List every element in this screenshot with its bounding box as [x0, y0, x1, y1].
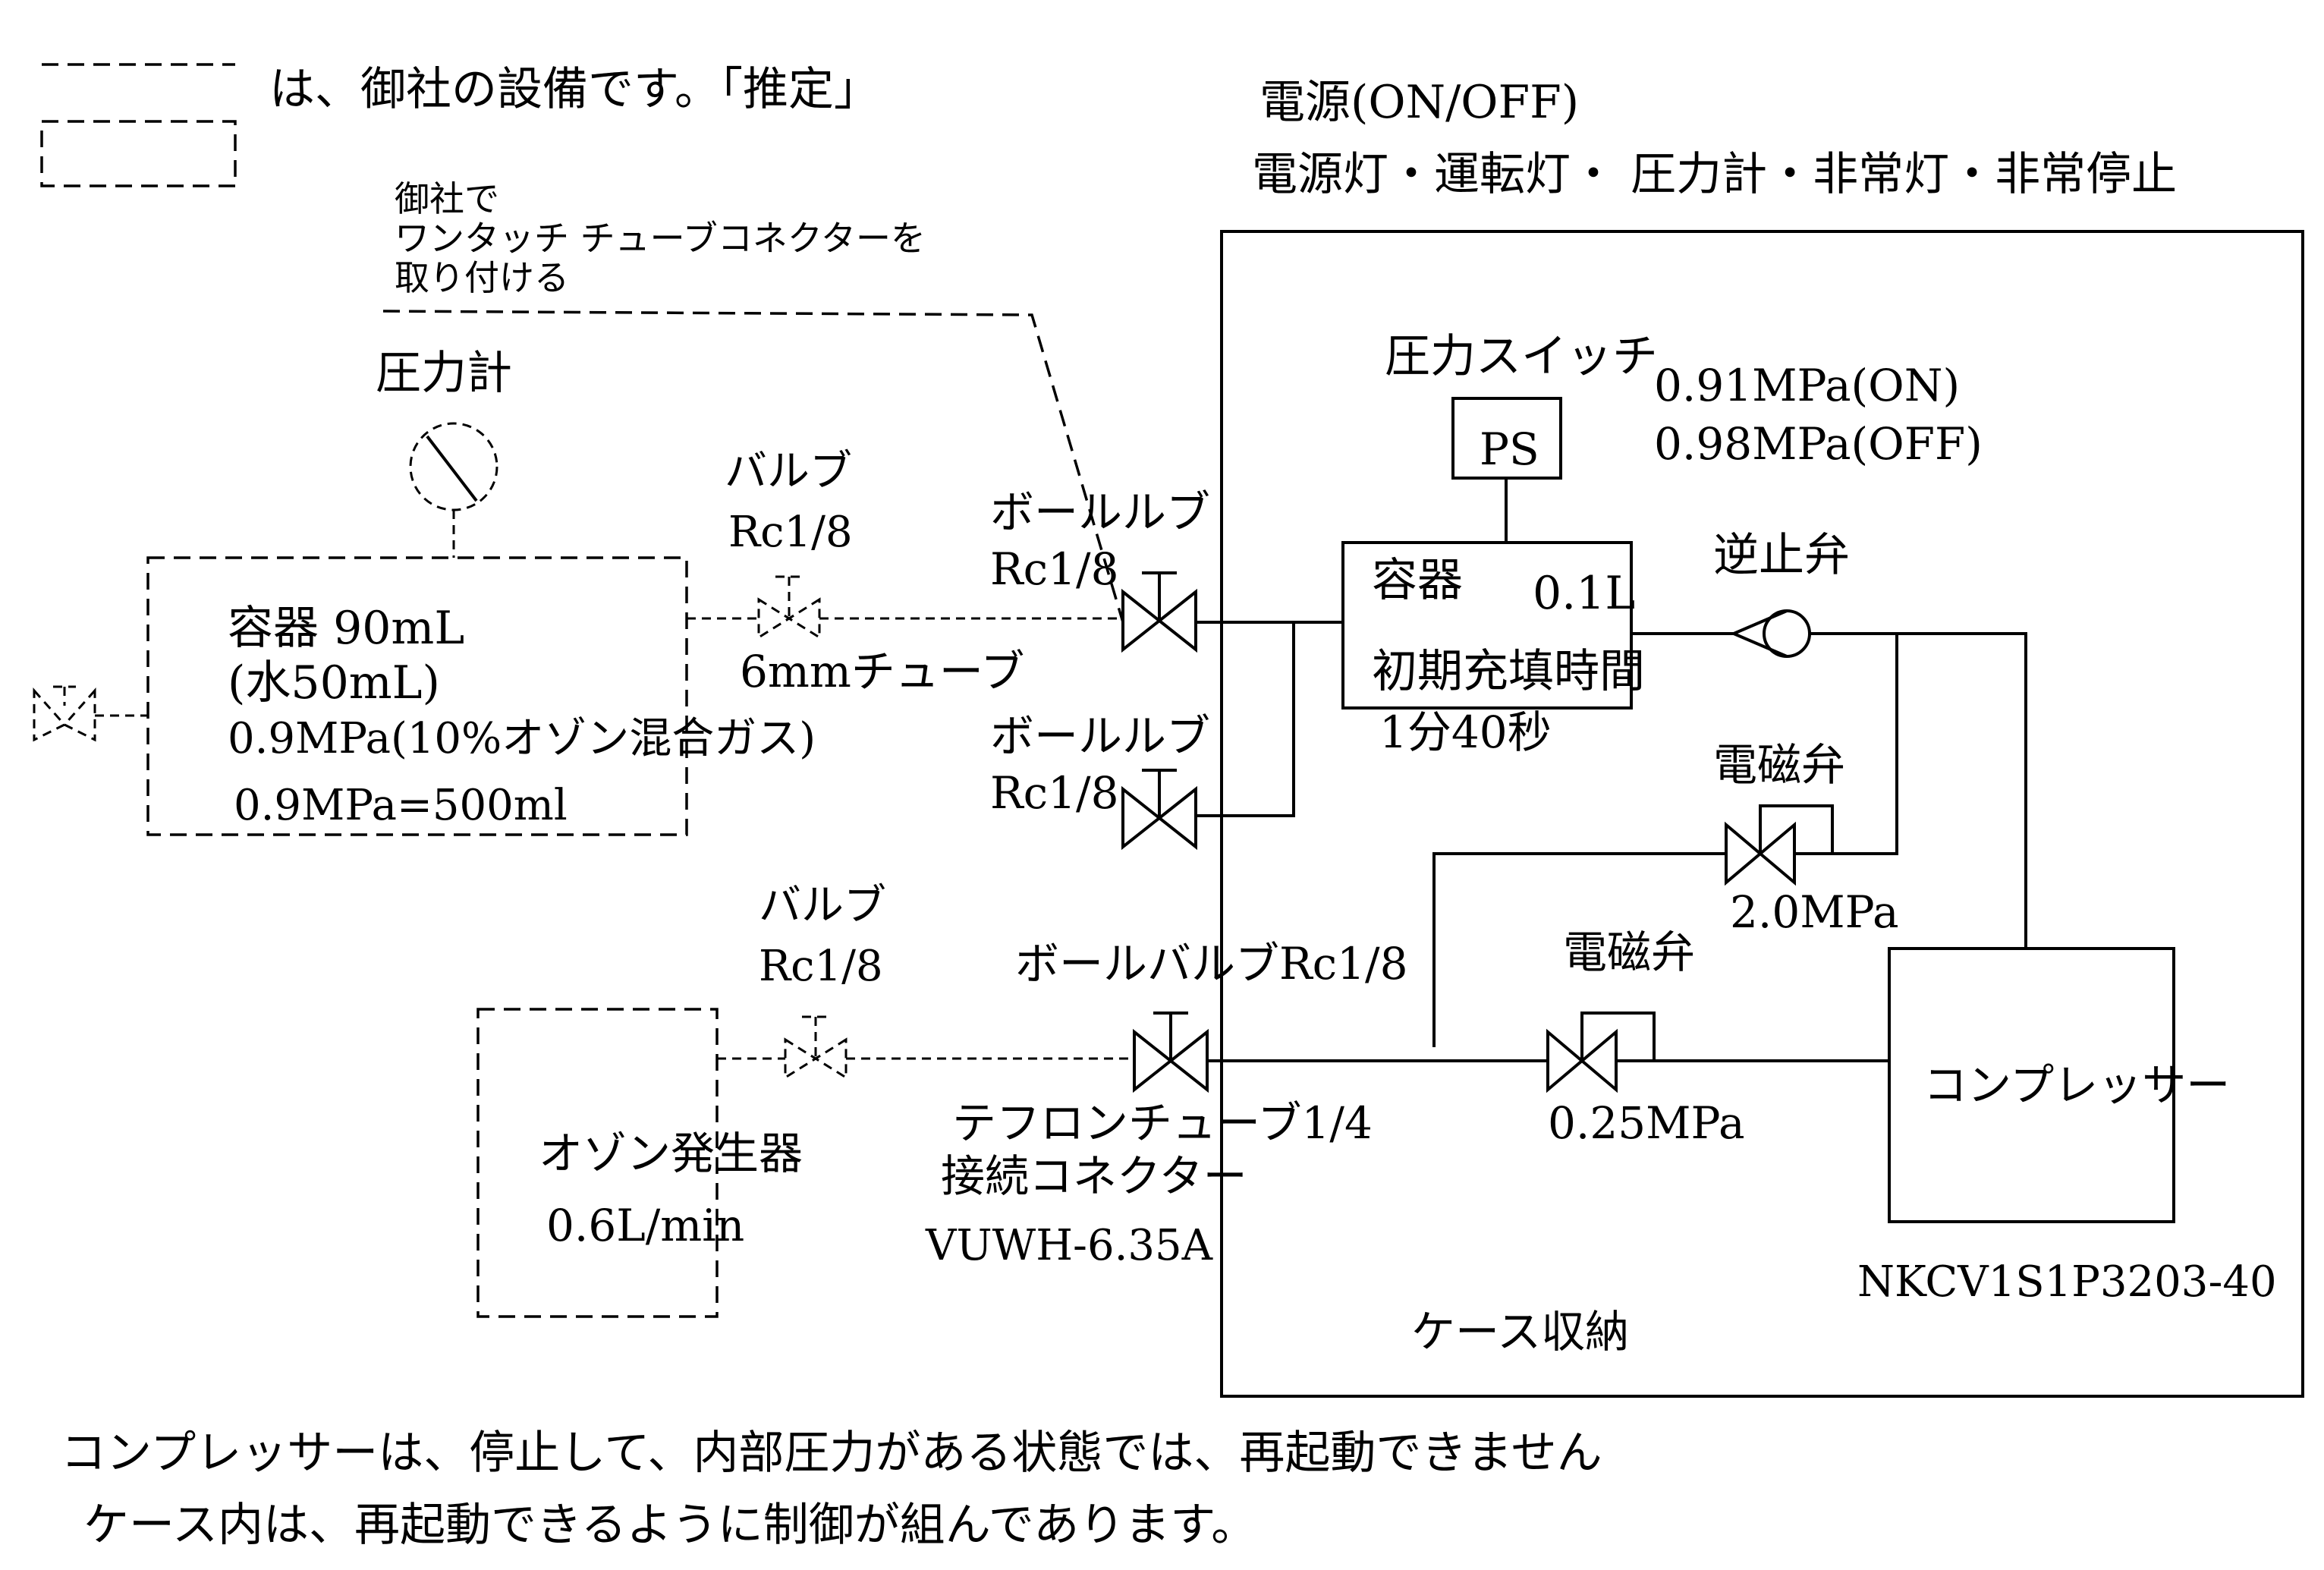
compressor-label: コンプレッサー: [1923, 1059, 2230, 1111]
pipe-bv2-to-vessel: [1196, 622, 1295, 817]
pressure-gauge-label: 圧力計: [376, 347, 512, 400]
legend: は、御社の設備です。「推定」: [40, 63, 879, 187]
case-enclosure: [1220, 230, 2304, 1398]
valve-upper-label1: バルブ: [725, 447, 852, 496]
pipe-bypass-upper: [1432, 852, 1726, 1047]
ball-valve-3-label: ボールバルブRc1/8: [1015, 938, 1408, 990]
check-valve-icon: [1733, 609, 1811, 658]
vessel-90-line1: 容器 90mL: [228, 602, 464, 655]
ball-valve-1-label2: Rc1/8: [990, 543, 1119, 595]
vessel-01-fill-label: 初期充填時間: [1372, 645, 1645, 698]
teflon-connector-label: 接続コネクター: [941, 1150, 1247, 1202]
connector-note-line3: 取り付ける: [395, 257, 569, 298]
ball-valve-2-icon: [1121, 769, 1197, 851]
valve-lower-label2: Rc1/8: [759, 942, 883, 991]
ball-valve-1-icon: [1121, 571, 1197, 653]
pressure-switch-ps: PS: [1480, 423, 1539, 475]
teflon-model-label: VUWH-6.35A: [925, 1221, 1213, 1270]
ball-valve-2-label2: Rc1/8: [990, 767, 1119, 819]
ps-off-pressure: 0.98MPa(OFF): [1654, 418, 1983, 470]
connector-note-line2: ワンタッチ チューブコネクターを: [395, 218, 926, 259]
vessel-90-line3: 0.9MPa(10%オゾン混合ガス): [228, 714, 816, 763]
tube-6mm-label: 6mmチューブ: [740, 646, 1024, 697]
ozone-generator-box: [476, 1008, 719, 1318]
pipe-check-to-compressor: [1810, 632, 2027, 949]
compressor-model: NKCV1S1P3203-40: [1857, 1257, 2277, 1307]
compressor-box: [1888, 947, 2175, 1223]
valve-lower-icon: [784, 1015, 848, 1080]
legend-text: は、御社の設備です。「推定」: [269, 63, 879, 116]
solenoid-lower-label: 電磁弁: [1563, 927, 1695, 978]
note-line2: ケース内は、再起動できるように制御が組んであります。: [83, 1499, 1256, 1552]
check-valve-label: 逆止弁: [1713, 529, 1850, 582]
valve-upper-label2: Rc1/8: [728, 508, 853, 557]
ozone-generator-name: オゾン発生器: [539, 1128, 803, 1179]
vessel-01-volume: 0.1L: [1533, 567, 1635, 620]
note-line1: コンプレッサーは、停止して、内部圧力がある状態では、再起動できません: [61, 1427, 1602, 1480]
ozone-generator-rate: 0.6L/min: [546, 1200, 744, 1251]
solenoid-lower-pressure: 0.25MPa: [1548, 1097, 1745, 1149]
pressure-gauge-icon: [409, 422, 498, 558]
vessel-90ml-box: [146, 556, 688, 836]
vessel-01-fill-time: 1分40秒: [1379, 706, 1552, 758]
valve-upper-icon: [757, 575, 821, 640]
pressure-switch-label: 圧力スイッチ: [1385, 330, 1658, 383]
vessel-90-line2: (水50mL): [228, 656, 440, 709]
solenoid-lower-icon: [1546, 1012, 1656, 1093]
legend-dashed-box: [40, 120, 237, 187]
drain-valve-icon: [33, 685, 148, 742]
connector-leader-line: [382, 310, 1124, 623]
valve-lower-label1: バルブ: [759, 881, 886, 930]
vessel-01-name: 容器: [1372, 554, 1463, 607]
case-label: ケース収納: [1411, 1306, 1629, 1358]
ball-valve-3-icon: [1133, 1012, 1209, 1093]
solenoid-upper-icon: [1725, 804, 1834, 886]
power-switch-label: 電源(ON/OFF): [1259, 76, 1579, 129]
ball-valve-2-label1: ボールルブ: [990, 710, 1210, 762]
vessel-90-line4: 0.9MPa=500ml: [234, 781, 568, 830]
teflon-tube-label: テフロンチューブ1/4: [952, 1097, 1373, 1149]
ps-on-pressure: 0.91MPa(ON): [1654, 360, 1960, 411]
indicator-list-label: 電源灯・運転灯・ 圧力計・非常灯・非常停止: [1252, 148, 2177, 201]
solenoid-upper-pressure: 2.0MPa: [1730, 886, 1899, 938]
vessel-01l-box: [1341, 541, 1633, 709]
solenoid-upper-label: 電磁弁: [1713, 739, 1845, 791]
ball-valve-1-label1: ボールルブ: [990, 486, 1210, 538]
pipe-solenoid-upper-return: [1832, 634, 1898, 855]
connector-note-line1: 御社で: [395, 178, 499, 219]
